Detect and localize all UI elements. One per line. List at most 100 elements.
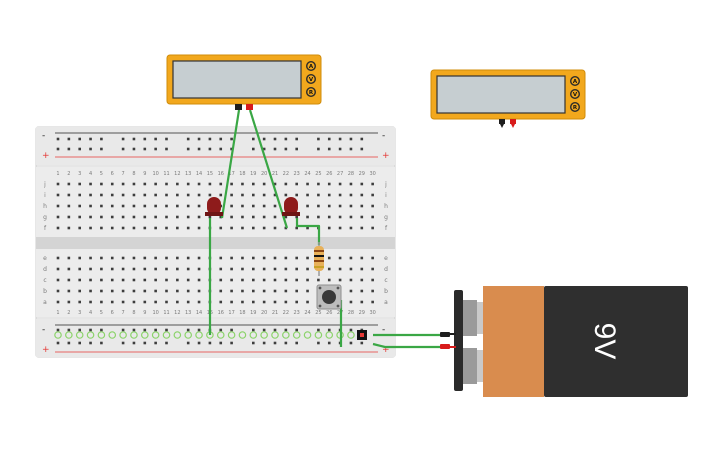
terminal-hole[interactable] <box>67 182 71 186</box>
wire-multimeter-red-to-led2[interactable] <box>248 109 289 229</box>
rail-hole[interactable] <box>132 147 136 151</box>
terminal-hole[interactable] <box>327 182 331 186</box>
rail-hole[interactable] <box>360 147 364 151</box>
terminal-hole[interactable] <box>230 215 233 219</box>
rail-hole[interactable] <box>143 137 147 141</box>
terminal-hole[interactable] <box>56 226 60 230</box>
rail-hole[interactable] <box>121 328 125 332</box>
terminal-hole[interactable] <box>252 182 255 186</box>
rail-hole[interactable] <box>252 341 255 345</box>
terminal-hole[interactable] <box>89 215 92 219</box>
terminal-hole[interactable] <box>327 204 331 208</box>
terminal-hole[interactable] <box>262 226 266 230</box>
terminal-hole[interactable] <box>371 278 374 282</box>
rail-hole[interactable] <box>186 147 190 151</box>
terminal-hole[interactable] <box>197 267 201 271</box>
terminal-hole[interactable] <box>306 204 309 208</box>
rail-hole[interactable] <box>67 341 71 345</box>
rail-hole[interactable] <box>78 147 81 151</box>
terminal-hole[interactable] <box>306 289 309 293</box>
rail-hole[interactable] <box>197 328 201 332</box>
terminal-hole[interactable] <box>143 256 147 260</box>
terminal-hole[interactable] <box>349 256 353 260</box>
terminal-hole[interactable] <box>100 267 103 271</box>
terminal-hole[interactable] <box>349 267 353 271</box>
breadboard-holes[interactable] <box>54 137 374 345</box>
rail-hole[interactable] <box>143 147 147 151</box>
terminal-hole[interactable] <box>197 289 201 293</box>
terminal-hole[interactable] <box>100 289 103 293</box>
terminal-hole[interactable] <box>338 204 342 208</box>
rail-hole[interactable] <box>197 341 201 345</box>
wire-led2-to-resistor[interactable] <box>295 218 321 245</box>
terminal-hole[interactable] <box>360 193 364 197</box>
terminal-hole[interactable] <box>273 289 277 293</box>
rail-hole[interactable] <box>165 137 168 141</box>
terminal-hole[interactable] <box>121 204 125 208</box>
pushbutton-cap[interactable] <box>322 290 336 304</box>
terminal-hole[interactable] <box>56 289 60 293</box>
terminal-hole[interactable] <box>176 226 179 230</box>
terminal-hole[interactable] <box>219 182 223 186</box>
rail-hole[interactable] <box>273 341 277 345</box>
terminal-hole[interactable] <box>154 278 157 282</box>
rail-hole[interactable] <box>219 137 223 141</box>
terminal-hole[interactable] <box>56 182 60 186</box>
terminal-hole[interactable] <box>197 193 201 197</box>
terminal-hole[interactable] <box>78 182 81 186</box>
terminal-hole[interactable] <box>252 300 255 304</box>
terminal-hole[interactable] <box>186 226 190 230</box>
rail-hole[interactable] <box>284 147 288 151</box>
rail-hole[interactable] <box>284 341 288 345</box>
terminal-hole[interactable] <box>67 215 71 219</box>
terminal-hole[interactable] <box>317 278 320 282</box>
terminal-hole[interactable] <box>306 300 309 304</box>
rail-hole[interactable] <box>67 137 71 141</box>
rail-connector[interactable] <box>357 330 367 340</box>
terminal-hole[interactable] <box>197 215 201 219</box>
terminal-hole[interactable] <box>252 215 255 219</box>
terminal-hole[interactable] <box>78 193 81 197</box>
rail-hole[interactable] <box>284 328 288 332</box>
terminal-hole[interactable] <box>165 300 168 304</box>
terminal-hole[interactable] <box>219 300 223 304</box>
terminal-hole[interactable] <box>295 193 298 197</box>
rail-hole[interactable] <box>56 341 60 345</box>
terminal-hole[interactable] <box>100 215 103 219</box>
terminal-hole[interactable] <box>165 289 168 293</box>
rail-hole[interactable] <box>327 341 331 345</box>
terminal-hole[interactable] <box>121 182 125 186</box>
rail-hole[interactable] <box>252 137 255 141</box>
terminal-hole[interactable] <box>143 289 147 293</box>
terminal-hole[interactable] <box>100 256 103 260</box>
rail-hole[interactable] <box>143 341 147 345</box>
rail-hole[interactable] <box>208 137 212 141</box>
rail-hole[interactable] <box>317 328 320 332</box>
terminal-hole[interactable] <box>165 204 168 208</box>
terminal-hole[interactable] <box>273 204 277 208</box>
terminal-hole[interactable] <box>284 278 288 282</box>
terminal-hole[interactable] <box>360 300 364 304</box>
terminal-hole[interactable] <box>230 193 233 197</box>
terminal-hole[interactable] <box>338 193 342 197</box>
terminal-hole[interactable] <box>349 193 353 197</box>
terminal-hole[interactable] <box>89 226 92 230</box>
terminal-hole[interactable] <box>262 289 266 293</box>
rail-hole[interactable] <box>273 328 277 332</box>
terminal-hole[interactable] <box>262 193 266 197</box>
terminal-hole[interactable] <box>154 182 157 186</box>
terminal-hole[interactable] <box>132 300 136 304</box>
terminal-hole[interactable] <box>295 215 298 219</box>
terminal-hole[interactable] <box>78 300 81 304</box>
terminal-hole[interactable] <box>360 267 364 271</box>
resistor-1[interactable] <box>314 242 324 276</box>
terminal-hole[interactable] <box>317 215 320 219</box>
terminal-hole[interactable] <box>241 204 244 208</box>
terminal-hole[interactable] <box>186 204 190 208</box>
terminal-hole[interactable] <box>241 300 244 304</box>
terminal-hole[interactable] <box>295 278 298 282</box>
rail-hole[interactable] <box>132 137 136 141</box>
terminal-hole[interactable] <box>306 182 309 186</box>
terminal-hole[interactable] <box>121 226 125 230</box>
terminal-hole[interactable] <box>262 182 266 186</box>
